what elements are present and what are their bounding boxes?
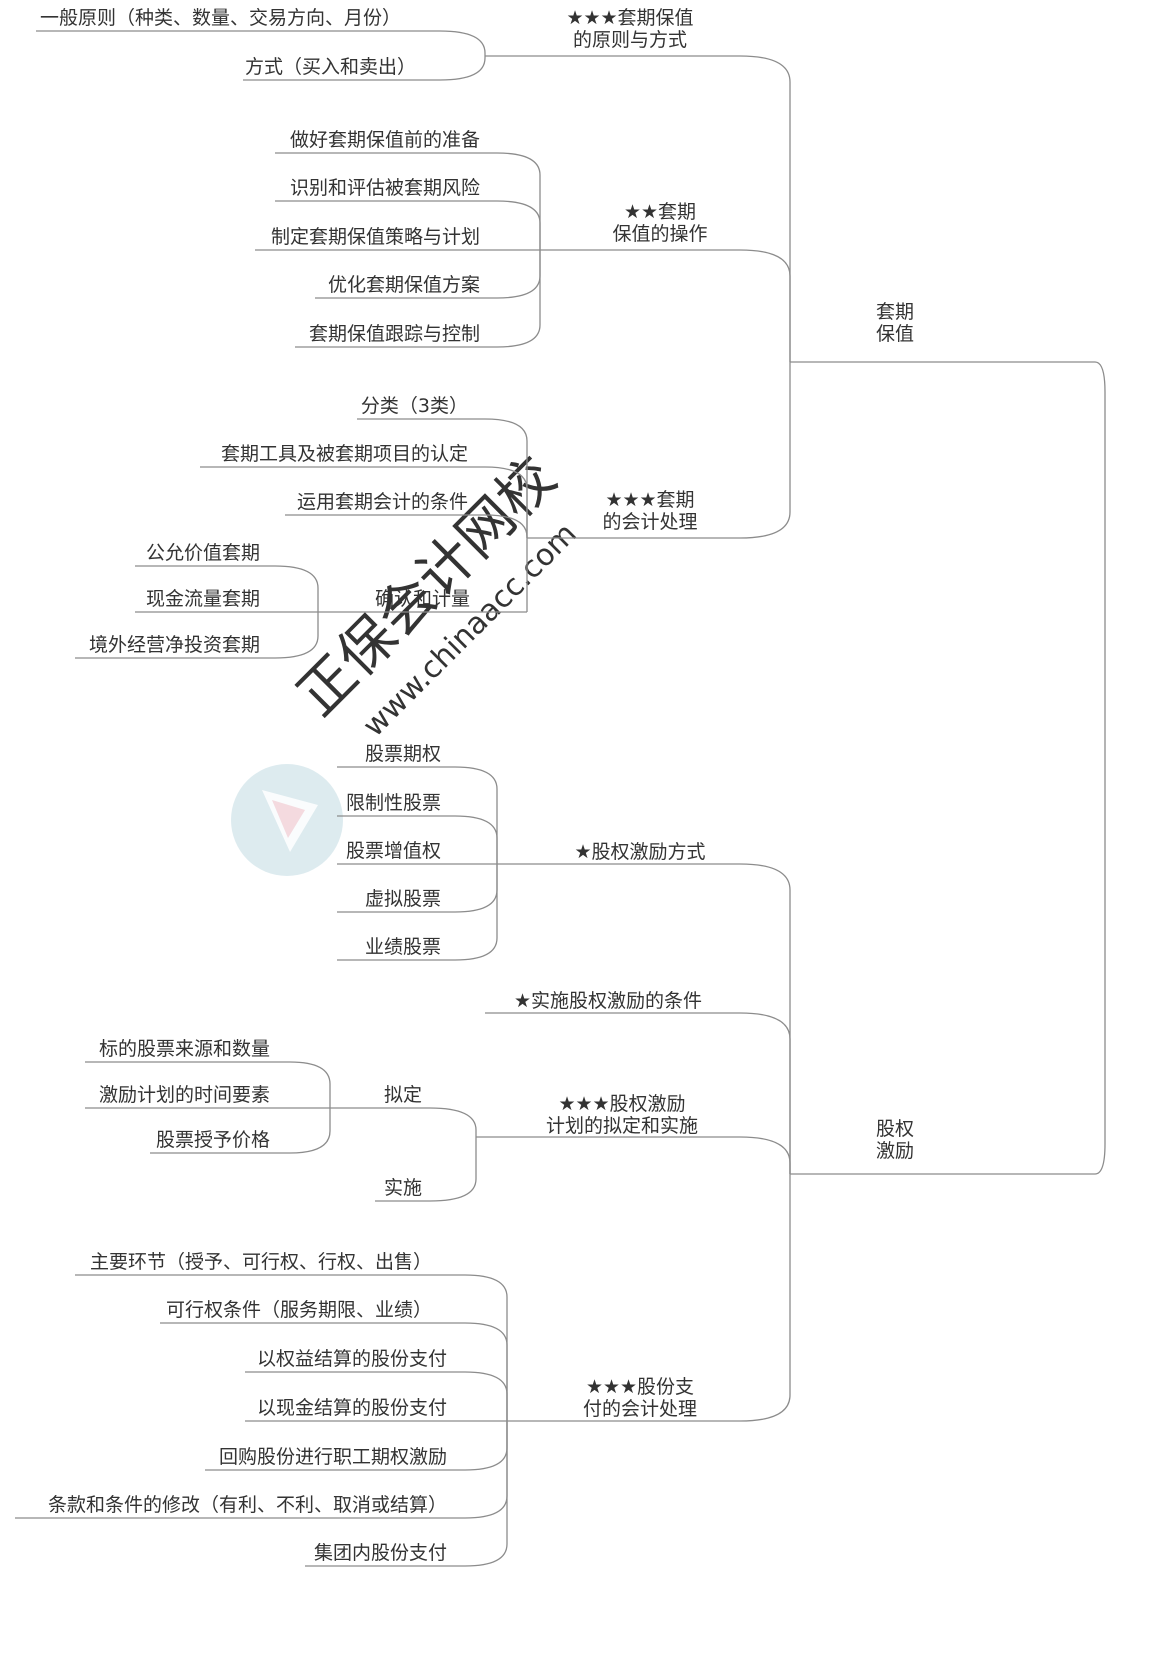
node-label: 优化套期保值方案 — [328, 274, 480, 296]
node-label: 股权 — [876, 1118, 914, 1140]
connector-line — [439, 30, 486, 56]
node-label: 集团内股份支付 — [314, 1542, 447, 1564]
node-label: ★股权激励方式 — [574, 841, 705, 863]
node-label: ★实施股权激励的条件 — [514, 990, 702, 1012]
connector-line — [464, 1421, 508, 1567]
connector-line — [484, 514, 528, 538]
node-label: 一般原则（种类、数量、交易方向、月份） — [40, 7, 401, 29]
node-label: 以现金结算的股份支付 — [257, 1397, 447, 1419]
connector-lines — [274, 30, 1106, 1567]
connector-line — [739, 1136, 791, 1174]
node-label: 境外经营净投资套期 — [89, 634, 260, 656]
connector-line — [484, 466, 528, 538]
node-label: 业绩股票 — [365, 936, 441, 958]
connector-line — [496, 200, 541, 250]
node-label: 可行权条件（服务期限、业绩） — [166, 1299, 432, 1321]
connector-line — [439, 56, 486, 81]
connector-line — [739, 249, 791, 362]
node-label: 套期 — [876, 301, 914, 323]
node-label: 套期保值跟踪与控制 — [309, 323, 480, 345]
node-label: 股票增值权 — [346, 840, 441, 862]
node-label: 方式（买入和卖出） — [245, 56, 416, 78]
node-label: 限制性股票 — [346, 792, 441, 814]
node-label: 分类（3类） — [361, 395, 468, 417]
connector-line — [454, 864, 498, 913]
node-label: 制定套期保值策略与计划 — [271, 226, 480, 248]
node-label: 股票期权 — [365, 743, 441, 765]
connector-line — [289, 1061, 331, 1108]
node-label: 现金流量套期 — [146, 588, 260, 610]
node-label: ★★★套期 — [605, 489, 694, 511]
watermark-logo-icon — [231, 764, 343, 876]
node-label: 虚拟股票 — [365, 888, 441, 910]
connector-line — [464, 1371, 508, 1421]
connector-line — [274, 565, 319, 612]
connector-line — [429, 1107, 477, 1137]
connector-line — [739, 55, 791, 362]
connector-line — [289, 1108, 331, 1154]
connector-line — [274, 612, 319, 659]
node-label: 股票授予价格 — [156, 1129, 270, 1151]
node-label: 计划的拟定和实施 — [546, 1115, 698, 1137]
node-label: ★★★股权激励 — [558, 1093, 685, 1115]
node-label: 回购股份进行职工期权激励 — [219, 1446, 447, 1468]
node-label: 以权益结算的股份支付 — [257, 1348, 447, 1370]
node-label: 运用套期会计的条件 — [297, 491, 468, 513]
node-label: 的会计处理 — [602, 511, 697, 533]
connector-line — [454, 864, 498, 961]
node-label: 识别和评估被套期风险 — [290, 177, 480, 199]
node-label: 激励计划的时间要素 — [99, 1084, 270, 1106]
node-label: 付的会计处理 — [583, 1398, 697, 1420]
connector-line — [739, 362, 791, 539]
node-label: 套期工具及被套期项目的认定 — [221, 443, 468, 465]
node-label: 的原则与方式 — [573, 29, 687, 51]
connector-line — [454, 766, 498, 864]
node-label: 拟定 — [384, 1084, 422, 1106]
connector-line — [496, 250, 541, 299]
node-label: ★★★套期保值 — [566, 7, 693, 29]
node-label: 保值 — [876, 323, 914, 345]
node-label: 主要环节（授予、可行权、行权、出售） — [90, 1251, 432, 1273]
node-label: 做好套期保值前的准备 — [290, 129, 480, 151]
connector-line — [454, 815, 498, 864]
connector-line — [464, 1322, 508, 1421]
node-label: 确认和计量 — [375, 588, 470, 610]
connector-line — [739, 1012, 791, 1174]
connector-line — [739, 863, 791, 1174]
connector-line — [496, 250, 541, 348]
connector-line — [464, 1274, 508, 1421]
connector-line — [739, 1174, 791, 1422]
node-label: 条款和条件的修改（有利、不利、取消或结算） — [48, 1494, 447, 1516]
connector-line — [496, 152, 541, 250]
connector-line — [484, 418, 528, 538]
connector-line — [464, 1421, 508, 1471]
node-label: ★★套期 — [624, 201, 696, 223]
node-label: 公允价值套期 — [146, 542, 260, 564]
node-label: 标的股票来源和数量 — [99, 1038, 270, 1060]
node-label: 保值的操作 — [612, 223, 707, 245]
node-label: 激励 — [876, 1140, 914, 1162]
root-bracket — [1094, 361, 1106, 1175]
node-label: 实施 — [384, 1177, 422, 1199]
node-label: ★★★股份支 — [586, 1376, 694, 1398]
connector-line — [429, 1137, 477, 1202]
